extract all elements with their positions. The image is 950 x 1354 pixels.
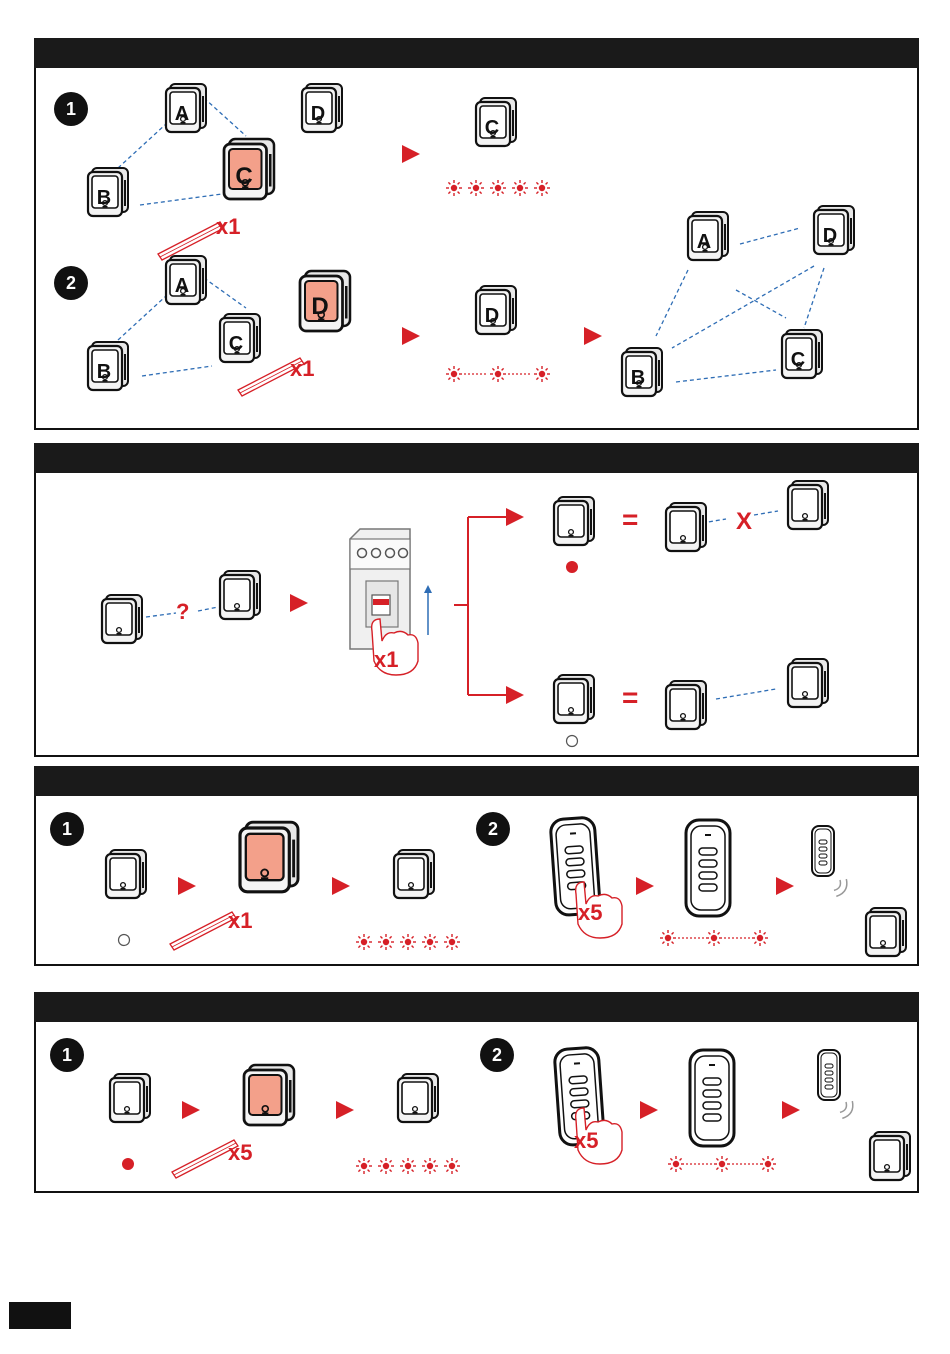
pen-icon <box>158 222 224 260</box>
panel4-illustration <box>36 994 921 1195</box>
device-c-result-label: C <box>485 117 499 139</box>
led-off-icon <box>567 736 578 747</box>
arrow-icon <box>182 1101 200 1119</box>
remote-icon <box>690 1050 734 1146</box>
device <box>102 595 142 643</box>
equals-sign: = <box>622 509 638 531</box>
arrow-icon <box>636 877 654 895</box>
device <box>870 1132 910 1180</box>
remote-small-icon <box>812 826 834 876</box>
arrow-icon <box>506 686 524 704</box>
unknown-link-mark: ? <box>176 601 189 623</box>
device <box>788 659 828 707</box>
arrow-icon <box>584 327 602 345</box>
device <box>666 681 706 729</box>
device-b-label: B <box>97 361 111 383</box>
device <box>106 850 146 898</box>
device <box>554 497 594 545</box>
press-count: x5 <box>228 1142 252 1164</box>
signal-waves-icon <box>832 877 850 899</box>
device <box>866 908 906 956</box>
branch-bracket <box>454 517 508 695</box>
device-a-label: A <box>697 231 711 253</box>
panel-check-status: ? x1 = X = <box>34 443 919 757</box>
cross-mark: X <box>736 511 752 533</box>
led-blink-slow-icon <box>668 1156 776 1172</box>
panel3-illustration <box>36 768 921 968</box>
arrow-icon <box>402 327 420 345</box>
device-a-label: A <box>175 103 189 125</box>
remote-small-icon <box>818 1050 840 1100</box>
pen-icon <box>170 912 236 950</box>
panel1-illustration: A B C D C A B C D D A <box>36 40 921 432</box>
page-number-tab <box>9 1302 71 1329</box>
device-active <box>240 822 298 892</box>
device <box>394 850 434 898</box>
device-active <box>244 1065 294 1125</box>
device-c-label: C <box>791 349 805 371</box>
device <box>788 481 828 529</box>
arrow-icon <box>776 877 794 895</box>
up-arrow-icon <box>424 585 432 593</box>
arrow-icon <box>336 1101 354 1119</box>
equals-sign: = <box>622 687 638 709</box>
press-count: x1 <box>290 358 314 380</box>
led-red-on-icon <box>566 561 578 573</box>
press-count: x1 <box>228 910 252 932</box>
led-blink-slow-icon <box>660 930 768 946</box>
device <box>398 1074 438 1122</box>
device-b-label: B <box>631 367 645 389</box>
remote-icon <box>686 820 730 916</box>
device-a-label: A <box>175 275 189 297</box>
device-c-label: C <box>235 163 252 190</box>
arrow-icon <box>178 877 196 895</box>
device-d-result-label: D <box>485 305 499 327</box>
press-count: x5 <box>574 1130 598 1152</box>
device <box>220 571 260 619</box>
press-count: x1 <box>374 649 398 671</box>
device-c-label: C <box>229 333 243 355</box>
press-count: x1 <box>216 216 240 238</box>
device-d-label: D <box>311 103 325 125</box>
device-d-label: D <box>823 225 837 247</box>
led-off-icon <box>119 935 130 946</box>
arrow-icon <box>782 1101 800 1119</box>
led-red-on-icon <box>122 1158 134 1170</box>
arrow-icon <box>332 877 350 895</box>
signal-waves-icon <box>838 1099 856 1121</box>
device <box>666 503 706 551</box>
arrow-icon <box>290 594 308 612</box>
device-d-label: D <box>311 293 328 320</box>
panel-remote-pairing: 1 2 x1 x5 <box>34 766 919 966</box>
led-blink-fast-icon <box>446 180 550 196</box>
led-blink-slow-icon <box>446 366 550 382</box>
device-b-label: B <box>97 187 111 209</box>
device <box>554 675 594 723</box>
device <box>110 1074 150 1122</box>
arrow-icon <box>506 508 524 526</box>
arrow-icon <box>402 145 420 163</box>
press-count: x5 <box>578 902 602 924</box>
panel2-illustration <box>36 445 921 759</box>
led-blink-fast-icon <box>356 1158 460 1174</box>
led-blink-fast-icon <box>356 934 460 950</box>
panel-remote-reset: 1 2 x5 x5 <box>34 992 919 1193</box>
panel-network-pairing: 1 2 A B C D C <box>34 38 919 430</box>
arrow-icon <box>640 1101 658 1119</box>
